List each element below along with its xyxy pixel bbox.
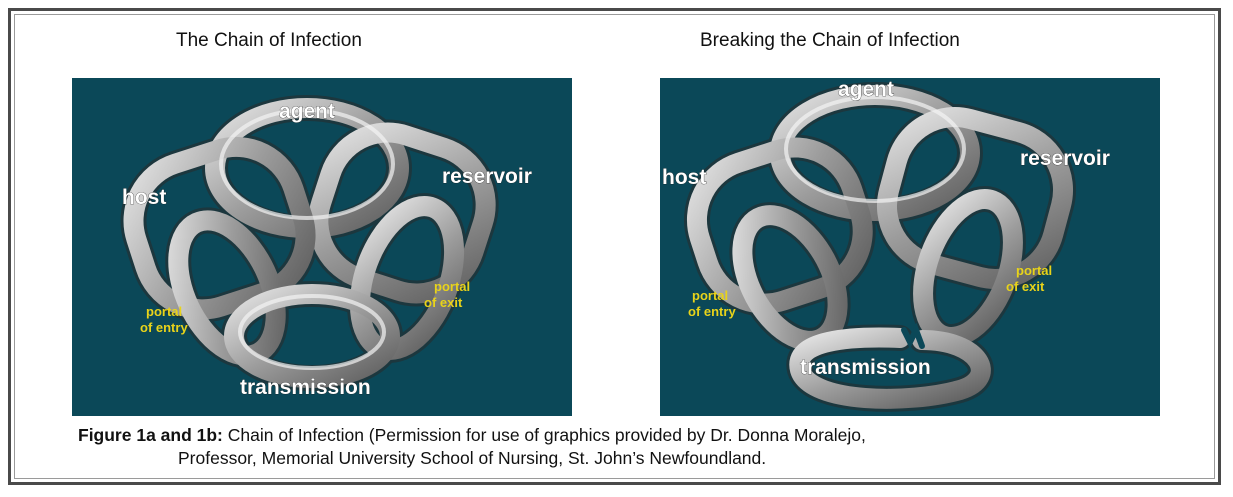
label-portal-entry-1: portal <box>692 288 728 303</box>
caption-figure-label: Figure 1a and 1b: <box>78 425 223 445</box>
caption-line-1: Chain of Infection (Permission for use o… <box>222 425 866 445</box>
label-portal-entry-2: of entry <box>140 320 188 335</box>
label-portal-exit-1: portal <box>434 279 470 294</box>
label-host: host <box>662 166 706 189</box>
label-transmission: transmission <box>800 356 931 379</box>
break-gap <box>901 322 925 349</box>
label-portal-exit-2: of exit <box>424 295 463 310</box>
label-portal-exit-1: portal <box>1016 263 1052 278</box>
label-host: host <box>122 186 166 209</box>
chain-intact-svg: agent reservoir host portal of entry por… <box>120 95 532 399</box>
label-agent: agent <box>279 100 335 123</box>
label-agent: agent <box>838 78 894 101</box>
label-portal-entry-1: portal <box>146 304 182 319</box>
link-transmission-broken <box>789 327 991 409</box>
label-transmission: transmission <box>240 376 371 399</box>
link-reservoir <box>876 107 1074 289</box>
chain-broken-illustration: agent reservoir host portal of entry por… <box>660 78 1160 416</box>
label-portal-entry-2: of entry <box>688 304 736 319</box>
figure-caption: Figure 1a and 1b: Chain of Infection (Pe… <box>78 424 1178 470</box>
right-heading: Breaking the Chain of Infection <box>700 30 960 51</box>
caption-line-2: Professor, Memorial University School of… <box>178 448 767 468</box>
left-heading: The Chain of Infection <box>176 30 362 51</box>
chain-intact-illustration: agent reservoir host portal of entry por… <box>72 78 572 416</box>
chain-broken-svg: agent reservoir host portal of entry por… <box>662 78 1110 412</box>
label-portal-exit-2: of exit <box>1006 279 1045 294</box>
label-reservoir: reservoir <box>442 165 532 188</box>
label-reservoir: reservoir <box>1020 147 1110 170</box>
figure-frame-inner <box>14 14 1215 479</box>
